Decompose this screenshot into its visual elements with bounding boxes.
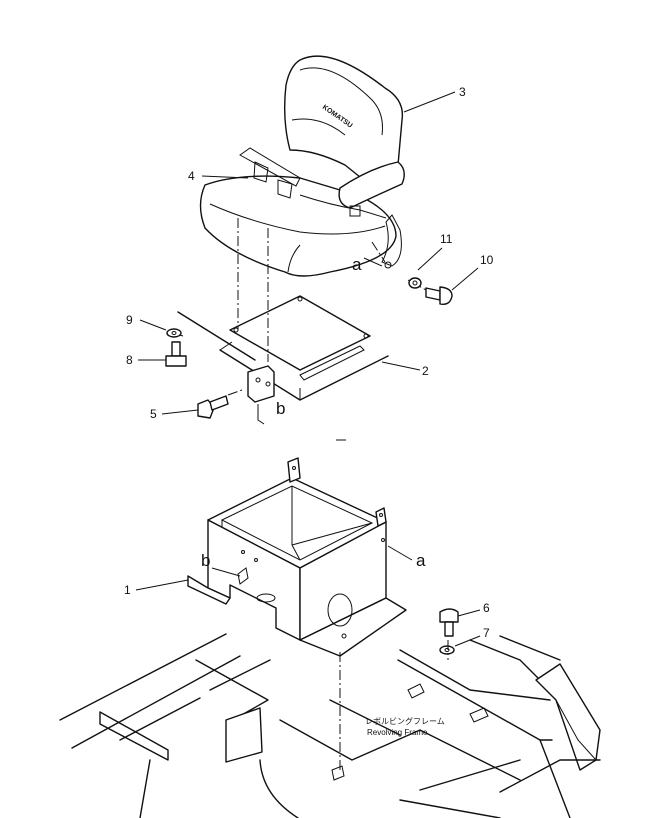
callouts: 3 4 11 10 9 8 2 5 1 6 7: [124, 85, 494, 647]
reference-letters: a b a b: [201, 255, 426, 577]
callout-5: 5: [150, 407, 157, 421]
callout-1: 1: [124, 583, 131, 597]
bolt-8: [165, 341, 187, 367]
callout-11: 11: [440, 232, 453, 246]
frame-label-en: Revolving Frame: [367, 728, 428, 737]
bolt-6: [439, 608, 459, 637]
revolving-frame: [59, 633, 601, 818]
alignment-line: [371, 241, 386, 263]
callout-8: 8: [126, 353, 133, 367]
seat: KOMATSU: [199, 55, 405, 277]
bolt-5: [197, 395, 229, 419]
callout-10: 10: [480, 253, 494, 267]
callout-7: 7: [483, 626, 490, 640]
callout-4: 4: [188, 169, 195, 183]
callout-2: 2: [422, 364, 429, 378]
washer-11: [408, 277, 422, 289]
ref-a-lower: a: [416, 551, 426, 570]
ref-b-upper: b: [276, 399, 285, 418]
callout-6: 6: [483, 601, 490, 615]
ref-a-upper: a: [352, 255, 362, 274]
seat-plate: [177, 295, 389, 425]
callout-9: 9: [126, 313, 133, 327]
seat-stand: [187, 457, 407, 657]
ref-b-lower: b: [201, 551, 210, 570]
bolt-10: [425, 286, 453, 306]
washer-9: [166, 328, 182, 338]
callout-3: 3: [459, 85, 466, 99]
frame-label-jp: レボルビングフレーム: [365, 716, 445, 726]
alignment-line: [227, 389, 243, 396]
washer-7: [439, 645, 455, 655]
